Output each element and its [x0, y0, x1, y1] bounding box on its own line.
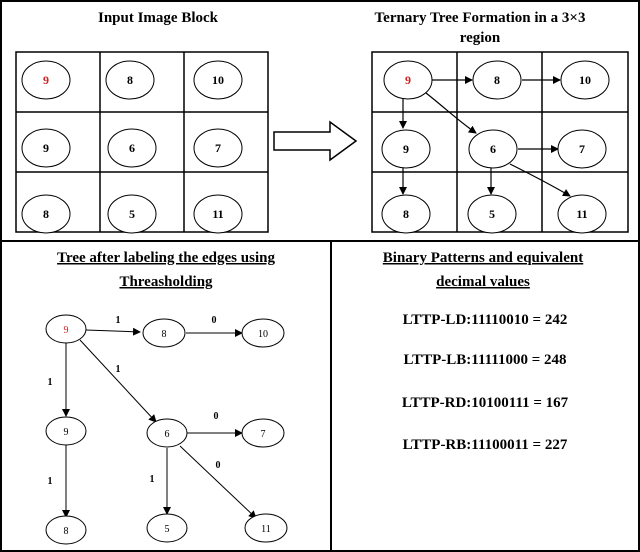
ternary-node-2: 10	[579, 73, 591, 87]
grid-cell-6: 8	[43, 207, 49, 221]
edge-label-9-9: 1	[48, 377, 53, 388]
labeled-tree-title-line2: Threasholding	[119, 274, 213, 290]
edge-label-9-8b: 1	[48, 476, 53, 487]
pattern-rd: LTTP-RD:10100111 = 167	[402, 395, 569, 411]
labeled-tree-title-line1: Tree after labeling the edges using	[57, 250, 275, 266]
patterns-title-line2: decimal values	[436, 274, 530, 290]
ternary-title-line2: region	[460, 30, 501, 46]
grid-cell-8: 11	[212, 207, 223, 221]
ternary-node-4: 6	[490, 142, 496, 156]
tree-node-3: 9	[64, 427, 69, 438]
tree-node-6: 8	[64, 526, 69, 537]
grid-cell-1: 8	[127, 73, 133, 87]
edge-label-8-10: 0	[212, 315, 217, 326]
labeled-tree-edges	[62, 327, 257, 519]
tree-node-4: 6	[165, 429, 170, 440]
transform-arrow-icon	[273, 120, 358, 162]
ternary-node-1: 8	[494, 73, 500, 87]
ternary-node-8: 11	[576, 207, 587, 221]
ternary-grid	[371, 51, 629, 233]
ternary-node-0: 9	[405, 73, 411, 87]
tree-node-5: 7	[261, 429, 266, 440]
input-grid-nodes	[21, 60, 243, 234]
input-grid	[15, 51, 269, 233]
grid-cell-0: 9	[43, 73, 49, 87]
tree-node-8: 11	[261, 524, 271, 535]
tree-node-1: 8	[162, 329, 167, 340]
tree-node-7: 5	[165, 524, 170, 535]
pattern-ld: LTTP-LD:11110010 = 242	[403, 312, 568, 328]
edge-label-9-8: 1	[116, 315, 121, 326]
grid-cell-7: 5	[129, 207, 135, 221]
grid-cell-5: 7	[215, 141, 221, 155]
ternary-node-3: 9	[403, 142, 409, 156]
grid-cell-2: 10	[212, 73, 224, 87]
edge-label-6-7: 0	[214, 411, 219, 422]
labeled-tree-nodes	[45, 314, 288, 545]
patterns-title-line1: Binary Patterns and equivalent	[383, 250, 583, 266]
input-block-title: Input Image Block	[98, 10, 219, 26]
grid-cell-4: 6	[129, 141, 135, 155]
ternary-nodes	[381, 60, 610, 234]
tree-node-0: 9	[64, 325, 69, 336]
edge-label-6-11: 0	[216, 460, 221, 471]
pattern-rb: LTTP-RB:11100011 = 227	[403, 437, 568, 453]
grid-cell-3: 9	[43, 141, 49, 155]
tree-node-2: 10	[258, 329, 268, 340]
ternary-title-line1: Ternary Tree Formation in a 3×3	[375, 10, 586, 26]
ternary-node-7: 5	[489, 207, 495, 221]
edge-label-9-6: 1	[116, 364, 121, 375]
pattern-lb: LTTP-LB:11111000 = 248	[403, 352, 566, 368]
ternary-node-6: 8	[403, 207, 409, 221]
edge-label-6-5: 1	[150, 474, 155, 485]
ternary-node-5: 7	[579, 142, 585, 156]
ternary-edges	[399, 76, 571, 197]
